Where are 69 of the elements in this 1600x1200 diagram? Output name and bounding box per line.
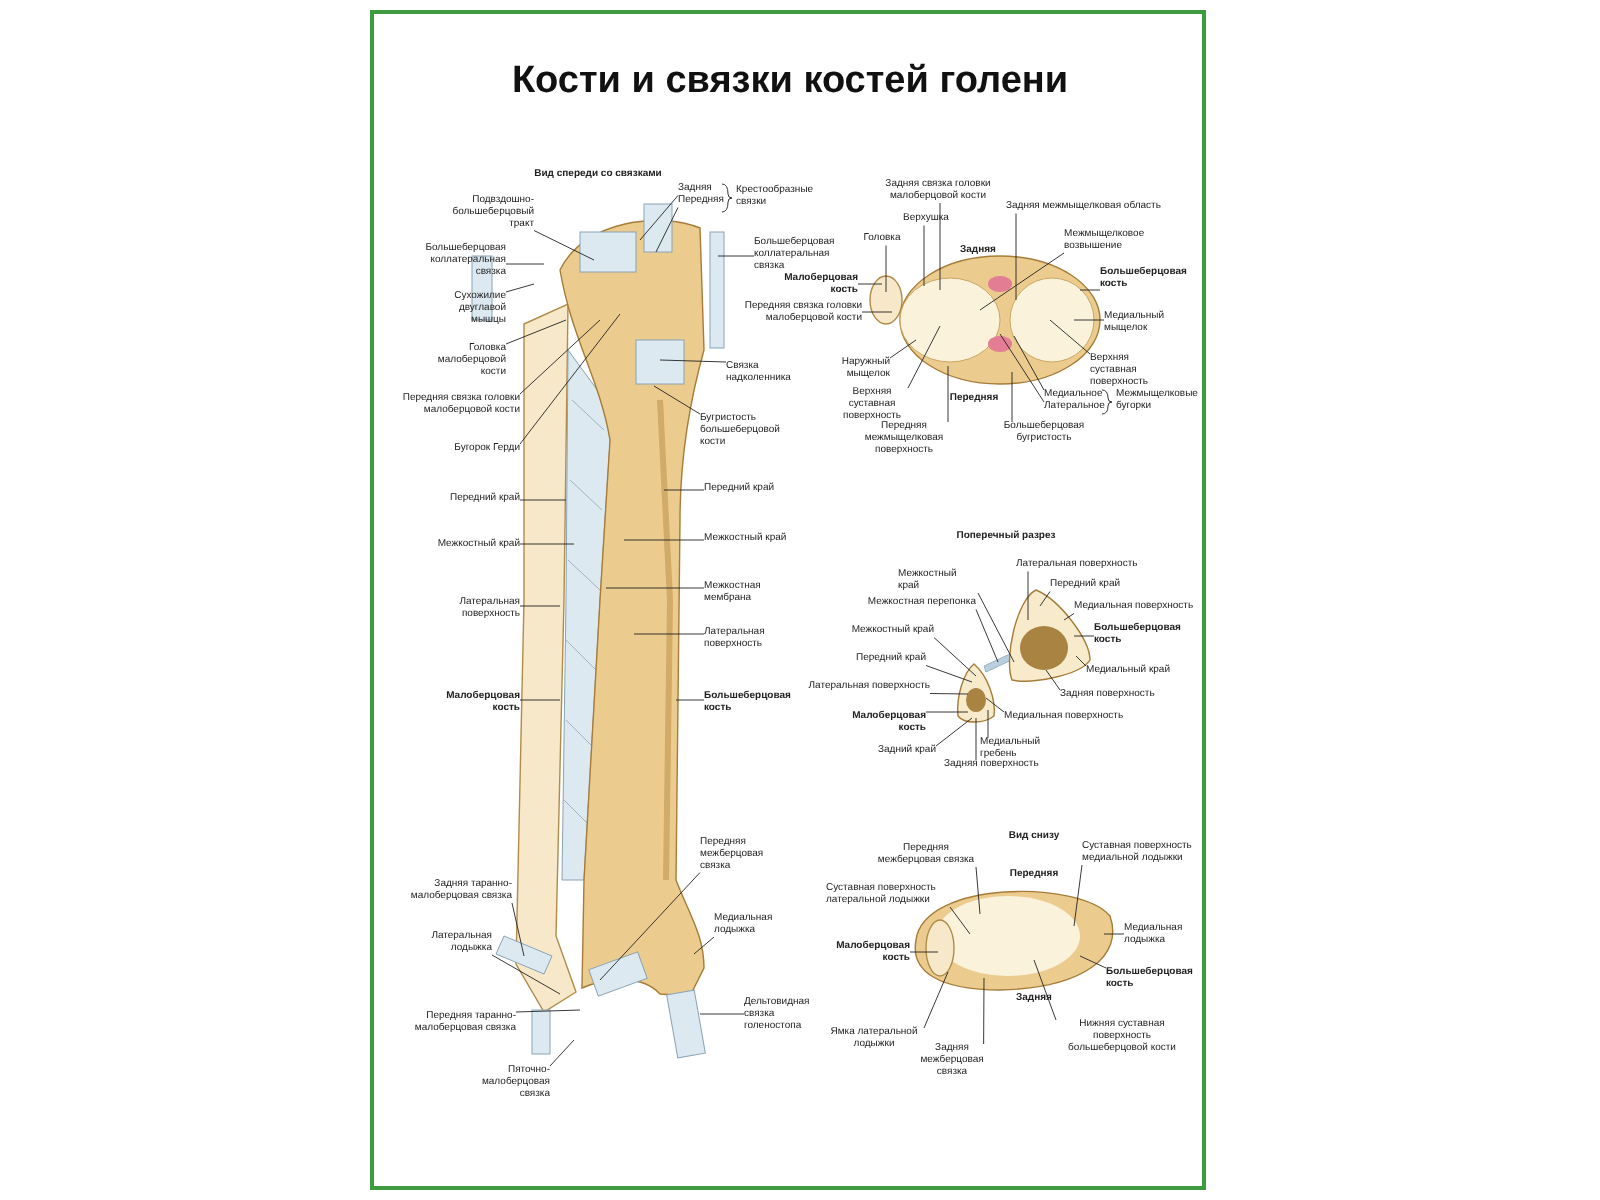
leader-line [975, 609, 999, 663]
leader-line [885, 245, 887, 293]
leader-line [977, 592, 1015, 663]
leader-line [939, 202, 941, 291]
leader-line [909, 951, 939, 953]
leader-line [907, 325, 941, 389]
leader-line [505, 283, 535, 293]
leader-line [1033, 959, 1057, 1021]
ligament-drawing [495, 935, 553, 975]
leader-line [1103, 933, 1125, 935]
leader-line [549, 1039, 575, 1067]
leader-line [935, 717, 973, 747]
leader-line [975, 866, 981, 915]
leader-line [929, 693, 969, 695]
leader-line [889, 339, 917, 359]
leader-line [949, 906, 971, 935]
leader-line [663, 489, 705, 491]
leader-line [519, 605, 561, 607]
leader-line [861, 311, 893, 313]
leader-line [491, 954, 561, 995]
leader-line [515, 1009, 581, 1013]
leader-line [1079, 289, 1101, 291]
leader-line [1079, 955, 1107, 969]
leader-line [599, 872, 701, 981]
leader-line [925, 711, 969, 713]
leader-line [1013, 335, 1045, 391]
fibula-end-drawing [925, 919, 955, 977]
leader-line [1049, 319, 1091, 355]
leader-line [519, 319, 601, 395]
leader-line [947, 365, 949, 423]
leader-line [985, 697, 1005, 713]
leader-line [639, 195, 679, 241]
leader-line [605, 587, 705, 589]
leader-line [999, 333, 1045, 403]
leader-line [857, 283, 883, 285]
leader-line [655, 207, 679, 253]
leader-line [693, 936, 715, 955]
leader-line [1011, 371, 1013, 423]
leader-line [1045, 669, 1061, 691]
leader-line [1063, 613, 1075, 621]
leader-line [1027, 571, 1029, 621]
leader-line [505, 263, 545, 265]
leader-line [923, 225, 925, 287]
leader-line [983, 977, 985, 1045]
leader-line [519, 543, 575, 545]
leader-line [975, 717, 977, 761]
leader-line [979, 252, 1065, 311]
leader-line [925, 665, 973, 683]
leader-line [1073, 635, 1095, 637]
leader-line [923, 971, 949, 1029]
leader-line [675, 699, 705, 701]
leader-line [1075, 655, 1087, 667]
leader-line [699, 1013, 745, 1015]
leader-line [533, 230, 595, 261]
leader-line [623, 539, 705, 541]
leader-line [933, 637, 977, 677]
leader-line [987, 709, 989, 739]
leader-line [1039, 591, 1051, 607]
leader-line [519, 499, 567, 501]
poster-title: Кости и связки костей голени [509, 60, 1071, 104]
leader-line [511, 902, 525, 957]
leader-line [1073, 319, 1105, 321]
fibula-head-drawing [869, 275, 903, 325]
leader-line [1015, 213, 1017, 301]
leader-line [633, 633, 705, 635]
leader-line [1073, 864, 1083, 927]
leader-line [653, 385, 701, 415]
leader-line [717, 255, 755, 257]
leader-line [519, 699, 561, 701]
